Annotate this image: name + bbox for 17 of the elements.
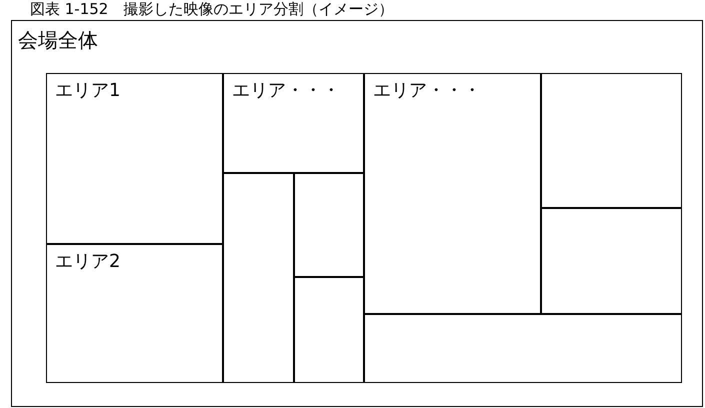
area-cell — [223, 73, 364, 173]
area-cell — [46, 244, 223, 383]
area-label: エリア・・・ — [373, 79, 481, 102]
empty-cell — [541, 73, 682, 208]
figure-title: 図表 1-152 撮影した映像のエリア分割（イメージ） — [30, 0, 394, 19]
area-label: エリア1 — [55, 79, 120, 102]
empty-cell — [223, 173, 294, 383]
area-label: エリア2 — [55, 250, 120, 273]
area-cell — [46, 73, 223, 244]
frame-heading: 会場全体 — [18, 27, 98, 54]
empty-cell — [364, 314, 682, 383]
empty-cell — [294, 277, 364, 383]
area-label: エリア・・・ — [232, 79, 340, 102]
venue-frame — [11, 20, 703, 407]
empty-cell — [541, 208, 682, 314]
empty-cell — [294, 173, 364, 277]
area-cell — [364, 73, 541, 314]
